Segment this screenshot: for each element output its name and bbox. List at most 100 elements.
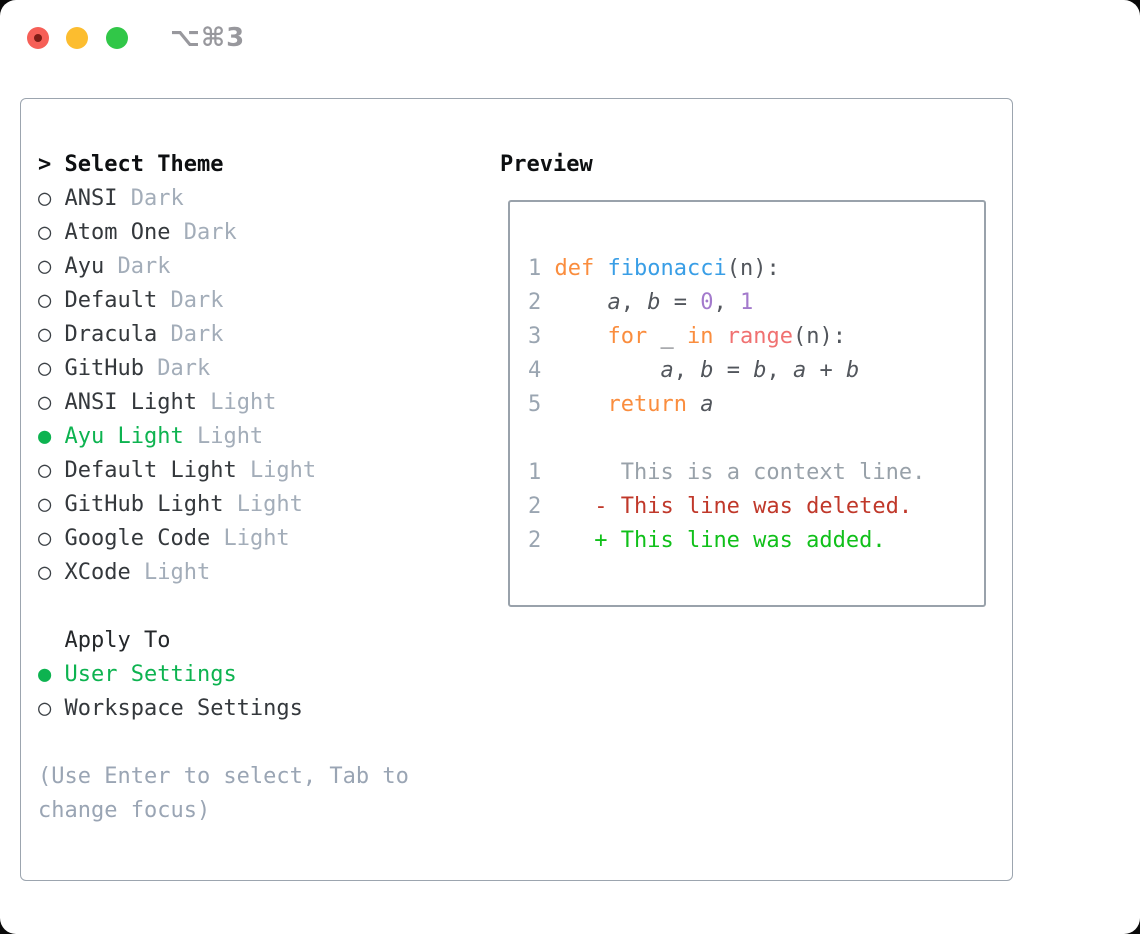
line-number: 1 — [528, 256, 542, 281]
theme-variant-tag: Light — [249, 458, 317, 483]
theme-option-row[interactable]: ○ Default Light Light — [38, 454, 409, 488]
code-token — [541, 528, 594, 553]
code-token: = — [713, 358, 754, 383]
close-button[interactable] — [27, 27, 49, 49]
code-token: for — [607, 324, 648, 349]
code-token: (n): — [792, 324, 846, 349]
theme-list: ○ ANSI Dark○ Atom One Dark○ Ayu Dark○ De… — [38, 182, 409, 590]
code-token — [541, 494, 594, 519]
code-token: , — [620, 290, 648, 315]
apply-option-label: User Settings — [64, 662, 237, 687]
apply-option-row[interactable]: ○ Workspace Settings — [38, 692, 409, 726]
radio-unselected-icon: ○ — [38, 492, 65, 517]
radio-unselected-icon: ○ — [38, 560, 65, 585]
theme-option-row[interactable]: ○ Default Dark — [38, 284, 409, 318]
line-number: 1 — [528, 460, 542, 485]
code-token — [713, 324, 726, 349]
theme-name: GitHub — [64, 356, 158, 381]
code-preview: 1 def fibonacci (n): 2 a, b = 0, 1 3 for _ … — [528, 252, 984, 558]
radio-selected-icon: ● — [38, 424, 65, 449]
window-shortcut-label: ⌥⌘3 — [170, 23, 246, 53]
line-number: 4 — [528, 358, 542, 383]
code-token — [541, 460, 620, 485]
code-token: b — [647, 290, 661, 315]
theme-option-row[interactable]: ○ ANSI Dark — [38, 182, 409, 216]
theme-option-row[interactable]: ○ Atom One Dark — [38, 216, 409, 250]
code-token: , — [673, 358, 701, 383]
line-number: 2 — [528, 494, 542, 519]
close-dot-icon — [34, 34, 42, 42]
code-token: fibonacci — [607, 256, 727, 281]
theme-name: Ayu — [64, 254, 118, 279]
radio-unselected-icon: ○ — [38, 322, 65, 347]
code-token: b — [753, 358, 767, 383]
theme-option-row[interactable]: ○ ANSI Light Light — [38, 386, 409, 420]
code-token — [541, 290, 607, 315]
theme-option-row[interactable]: ○ GitHub Light Light — [38, 488, 409, 522]
code-token — [541, 358, 660, 383]
code-line: 5 return a — [528, 388, 984, 422]
theme-name: XCode — [64, 560, 144, 585]
line-number: 5 — [528, 392, 542, 417]
code-token: def — [554, 256, 595, 281]
apply-to-header: Apply To — [38, 624, 409, 658]
code-token — [541, 392, 607, 417]
theme-option-row[interactable]: ○ XCode Light — [38, 556, 409, 590]
code-token: , — [713, 290, 740, 315]
theme-variant-tag: Dark — [130, 186, 184, 211]
theme-variant-tag: Dark — [157, 356, 211, 381]
radio-unselected-icon: ○ — [38, 526, 65, 551]
radio-unselected-icon: ○ — [38, 696, 65, 721]
code-token: a — [792, 358, 807, 383]
code-line: 1 This is a context line. — [528, 456, 984, 490]
theme-variant-tag: Light — [236, 492, 303, 517]
theme-variant-tag: Dark — [170, 322, 224, 347]
code-line: 3 for _ in range(n): — [528, 320, 984, 354]
hint-line-2: change focus) — [38, 798, 211, 823]
theme-option-row[interactable]: ○ Dracula Dark — [38, 318, 409, 352]
minimize-button[interactable] — [66, 27, 88, 49]
theme-name: GitHub Light — [64, 492, 237, 517]
theme-name: Default Light — [64, 458, 250, 483]
apply-to-indent — [38, 628, 65, 653]
theme-option-row[interactable]: ○ Google Code Light — [38, 522, 409, 556]
theme-name: Atom One — [64, 220, 184, 245]
theme-variant-tag: Dark — [170, 288, 224, 313]
maximize-button[interactable] — [106, 27, 128, 49]
theme-variant-tag: Light — [210, 390, 277, 415]
apply-option-label: Workspace Settings — [64, 696, 303, 721]
code-token — [541, 324, 607, 349]
code-token: This is a context line. — [620, 460, 926, 485]
theme-name: Ayu Light — [64, 424, 197, 449]
apply-option-row[interactable]: ● User Settings — [38, 658, 409, 692]
hint-line-1: (Use Enter to select, Tab to — [38, 764, 409, 789]
code-token: 0 — [700, 290, 714, 315]
apply-to-title: Apply To — [64, 628, 171, 653]
code-token: + This line was added. — [594, 528, 886, 553]
preview-title: Preview — [500, 152, 593, 177]
radio-selected-icon: ● — [38, 662, 65, 687]
theme-name: Default — [64, 288, 171, 313]
theme-name: ANSI — [64, 186, 131, 211]
code-token — [594, 256, 607, 281]
radio-unselected-icon: ○ — [38, 288, 65, 313]
theme-option-row[interactable]: ● Ayu Light Light — [38, 420, 409, 454]
code-token: - This line was deleted. — [594, 494, 913, 519]
line-number: 2 — [528, 528, 542, 553]
theme-variant-tag: Dark — [183, 220, 237, 245]
code-token: + — [806, 358, 846, 383]
theme-option-row[interactable]: ○ Ayu Dark — [38, 250, 409, 284]
theme-name: ANSI Light — [64, 390, 211, 415]
code-token — [687, 392, 700, 417]
code-token: in — [686, 324, 714, 349]
theme-variant-tag: Light — [143, 560, 211, 585]
theme-selector: > Select Theme ○ ANSI Dark○ Atom One Dar… — [38, 148, 409, 828]
radio-unselected-icon: ○ — [38, 254, 65, 279]
code-token: range — [726, 324, 793, 349]
radio-unselected-icon: ○ — [38, 356, 65, 381]
theme-option-row[interactable]: ○ GitHub Dark — [38, 352, 409, 386]
code-token: b — [845, 358, 860, 383]
code-token: , — [766, 358, 793, 383]
theme-variant-tag: Light — [223, 526, 290, 551]
theme-variant-tag: Dark — [117, 254, 171, 279]
